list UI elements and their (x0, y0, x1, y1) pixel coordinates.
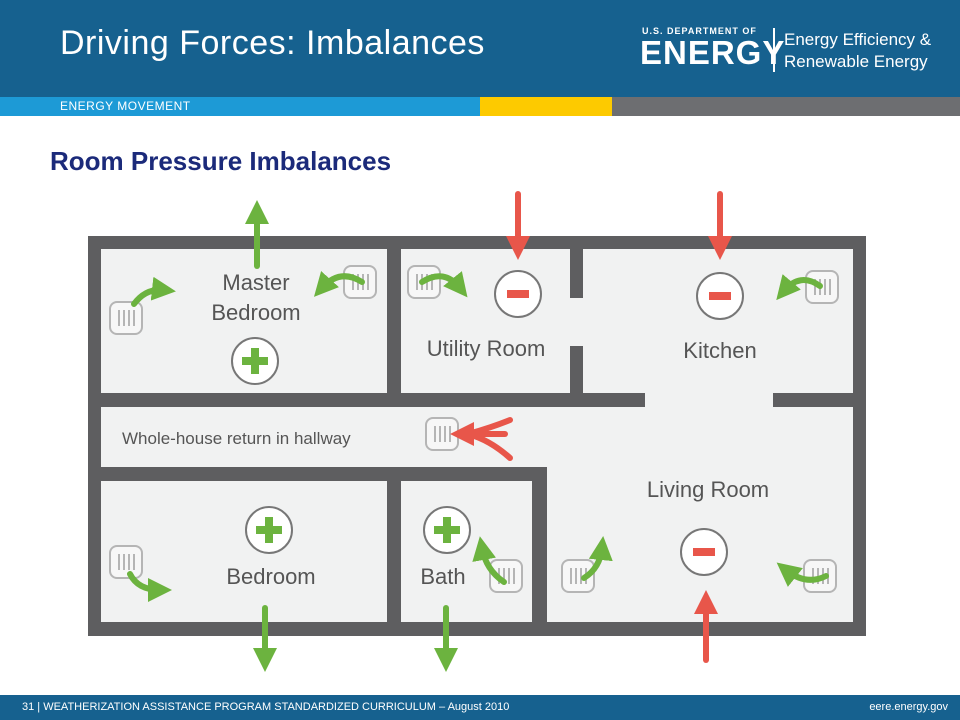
bath-label: Bath (420, 564, 465, 589)
hallway-return-vent-icon (425, 417, 459, 451)
hallway-return-label: Whole-house return in hallway (122, 429, 351, 448)
section-bar-gray (612, 97, 960, 116)
section-bar-blue (0, 97, 480, 116)
diagram-subtitle: Room Pressure Imbalances (50, 146, 392, 176)
living-right-supply-arrow-icon (776, 562, 829, 587)
living-left-supply-arrow-icon (581, 536, 613, 581)
bedroom-label: Bedroom (226, 564, 315, 589)
master-vent-left-icon (109, 301, 143, 335)
logo-office-text: Energy Efficiency & Renewable Energy (784, 29, 931, 73)
bedroom-vent-icon (109, 545, 143, 579)
bath-supply-arrow-icon (472, 536, 507, 585)
kitchen-supply-arrow-icon (776, 274, 823, 301)
kitchen-label: Kitchen (683, 338, 756, 363)
footer-curriculum-text: 31 | WEATHERIZATION ASSISTANCE PROGRAM S… (22, 701, 510, 713)
kitchen-negative-pressure-icon (696, 272, 744, 320)
bath-floor (401, 481, 532, 622)
logo-divider (773, 28, 775, 72)
slide-title: Driving Forces: Imbalances (60, 24, 485, 62)
header-bar: Driving Forces: Imbalances U.S. DEPARTME… (0, 0, 960, 97)
logo-energy-text: ENERGY (640, 34, 786, 71)
master-right-supply-arrow-icon (313, 271, 365, 297)
living-negative-pressure-icon (680, 528, 728, 576)
logo-office-line2: Renewable Energy (784, 52, 928, 71)
bedroom-supply-arrow-icon (127, 571, 172, 602)
utility-supply-arrow-icon (419, 271, 468, 298)
kitchen-living-opening (645, 390, 773, 410)
master-bedroom-label-line2: Bedroom (211, 300, 300, 325)
footer-bar: 31 | WEATHERIZATION ASSISTANCE PROGRAM S… (0, 695, 960, 720)
logo-office-line1: Energy Efficiency & (784, 30, 932, 49)
master-left-supply-arrow-icon (131, 276, 176, 307)
bedroom-positive-pressure-icon (245, 506, 293, 554)
bedroom-floor (101, 481, 387, 622)
section-bar-yellow (480, 97, 612, 116)
master-positive-pressure-icon (231, 337, 279, 385)
footer-website-text: eere.energy.gov (869, 701, 948, 713)
utility-room-label: Utility Room (427, 336, 546, 361)
living-room-label: Living Room (647, 477, 769, 502)
bath-positive-pressure-icon (423, 506, 471, 554)
section-label: ENERGY MOVEMENT (60, 99, 191, 113)
logo-department-text: U.S. DEPARTMENT OF (642, 26, 757, 36)
master-bedroom-label-line1: Master (222, 270, 289, 295)
utility-negative-pressure-icon (494, 270, 542, 318)
utility-kitchen-doorway (568, 298, 585, 346)
